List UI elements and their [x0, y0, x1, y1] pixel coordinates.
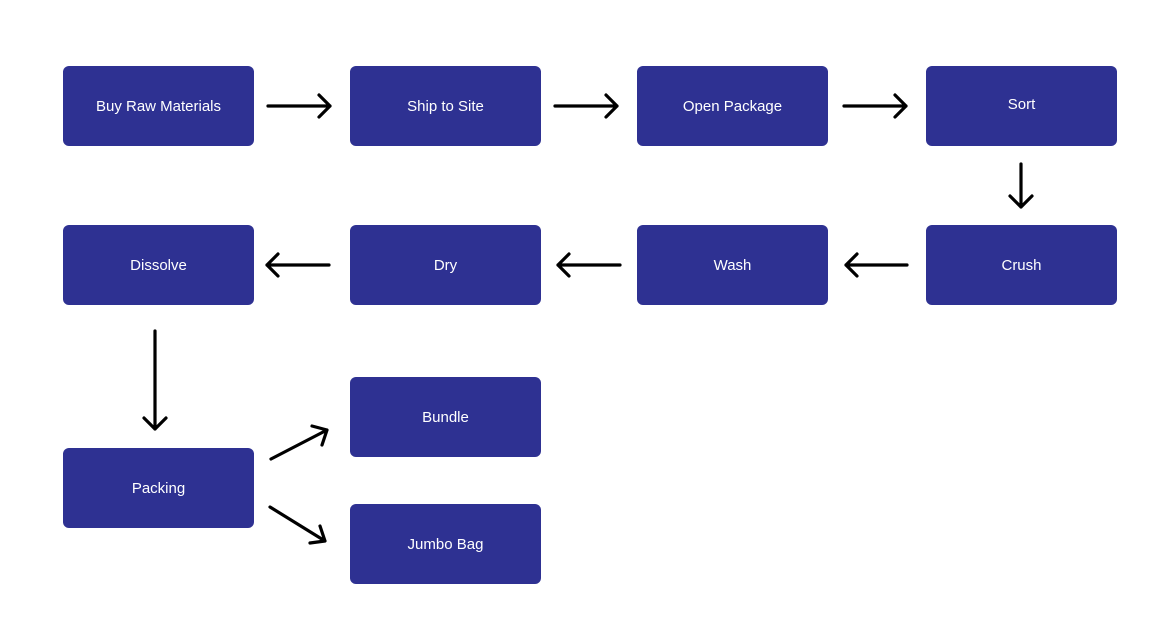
arrow-crush-to-wash [844, 252, 909, 278]
arrow-open-to-sort [842, 93, 908, 119]
node-jumbo-bag: Jumbo Bag [350, 504, 541, 584]
node-ship-to-site: Ship to Site [350, 66, 541, 146]
node-crush: Crush [926, 225, 1117, 305]
node-bundle: Bundle [350, 377, 541, 457]
arrow-packing-to-bundle [269, 424, 329, 461]
node-packing: Packing [63, 448, 254, 528]
node-open-package: Open Package [637, 66, 828, 146]
arrow-wash-to-dry [556, 252, 622, 278]
arrow-buy-to-ship [266, 93, 332, 119]
node-dry: Dry [350, 225, 541, 305]
arrow-ship-to-open [553, 93, 619, 119]
arrow-packing-to-jumbo-bag [268, 505, 327, 545]
node-sort: Sort [926, 66, 1117, 146]
arrow-dry-to-dissolve [265, 252, 331, 278]
arrow-dissolve-to-packing [142, 329, 168, 431]
node-buy-raw-materials: Buy Raw Materials [63, 66, 254, 146]
node-wash: Wash [637, 225, 828, 305]
arrow-sort-to-crush [1008, 162, 1034, 209]
node-dissolve: Dissolve [63, 225, 254, 305]
